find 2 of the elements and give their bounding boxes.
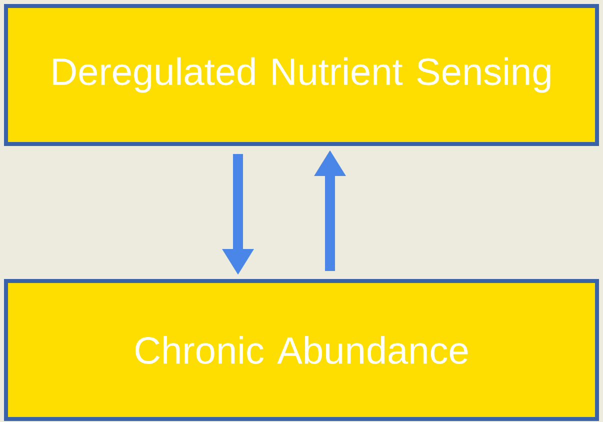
text-box: Chronic Abundance xyxy=(4,278,599,421)
text-box: Deregulated Nutrient Sensing xyxy=(4,4,599,146)
